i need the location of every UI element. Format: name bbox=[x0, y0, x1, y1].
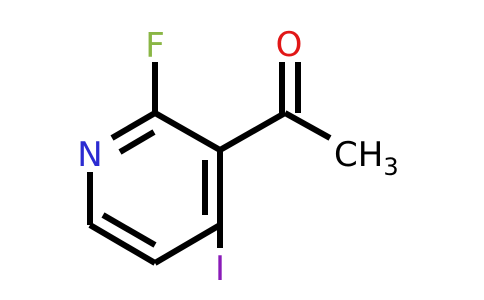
bond-c2-c3 bbox=[153, 110, 222, 153]
bond-c4-c5 bbox=[153, 222, 222, 266]
bond-n-c2 bbox=[110, 110, 157, 141]
bonds bbox=[87, 62, 332, 266]
bond-carbonyl-methyl bbox=[283, 110, 332, 141]
methyl-label: CH3 bbox=[334, 135, 399, 181]
bond-c3-carbonyl bbox=[218, 110, 287, 153]
atom-labels: F N O I CH3 bbox=[77, 25, 398, 289]
methyl-subscript: 3 bbox=[383, 153, 398, 181]
fluorine-label: F bbox=[145, 26, 165, 66]
bond-c5-c6 bbox=[88, 222, 157, 266]
bond-n-c2-double bbox=[118, 129, 156, 155]
iodine-label: I bbox=[215, 249, 225, 289]
methyl-symbol: CH bbox=[334, 135, 383, 175]
nitrogen-label: N bbox=[77, 135, 102, 175]
oxygen-label: O bbox=[276, 25, 303, 65]
bond-c5-c6-double bbox=[101, 212, 157, 248]
